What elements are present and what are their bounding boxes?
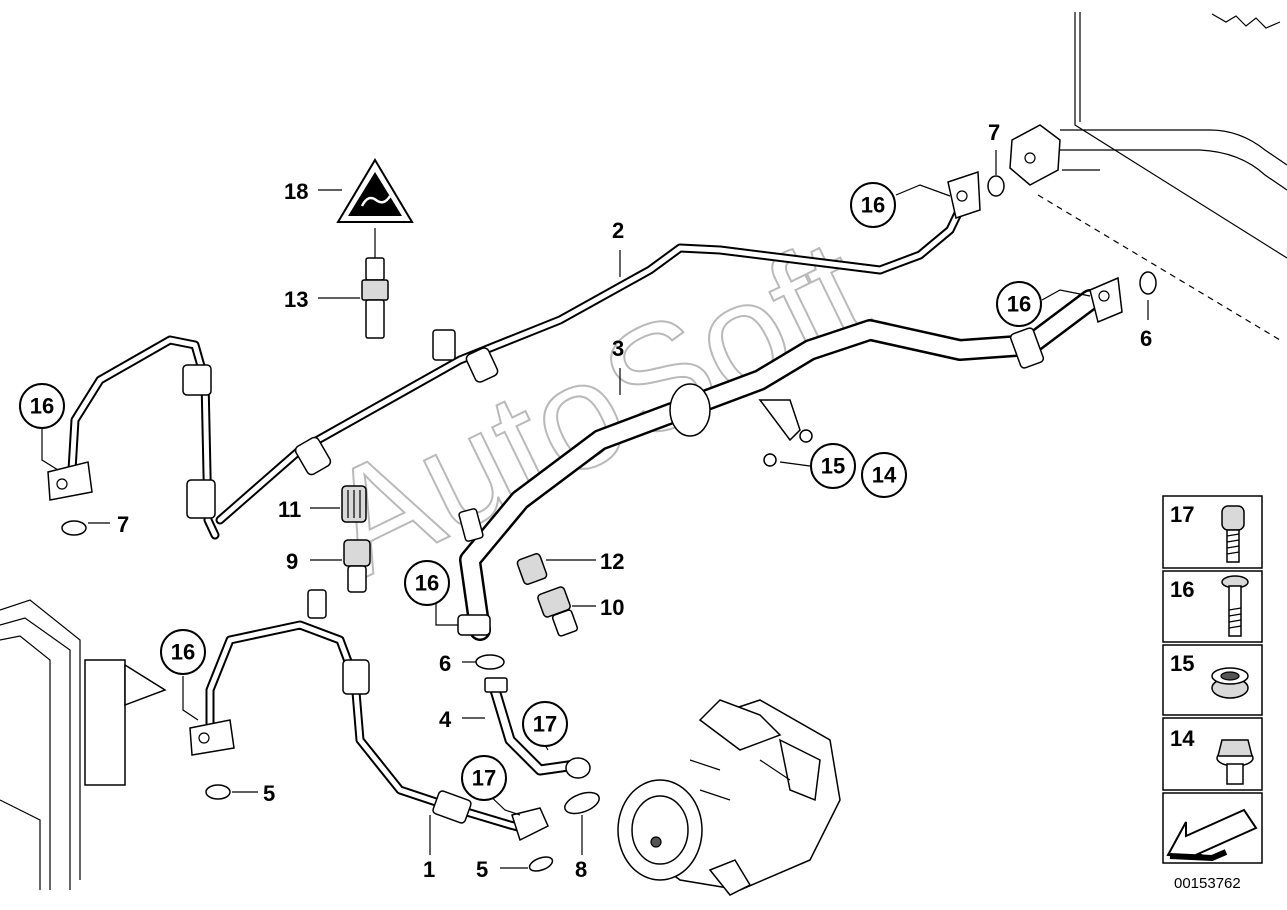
- clamp-right-mid: [1089, 276, 1123, 324]
- o-rings: [61, 175, 1157, 872]
- flange-nut-icon: [1216, 739, 1254, 785]
- callout-16-right-mid: 16: [996, 281, 1042, 327]
- legend-number-14: 14: [1170, 726, 1195, 751]
- legend-number-15: 15: [1170, 651, 1194, 676]
- pipe-1: [205, 589, 549, 842]
- label-part-6-right: 6: [1140, 326, 1152, 351]
- service-valve-9: [343, 539, 371, 593]
- callout-17-bottom-text: 17: [472, 766, 496, 791]
- bolt-icon: [1221, 575, 1249, 637]
- condenser-outline: [1009, 12, 1287, 341]
- callout-15: 15: [810, 443, 856, 489]
- watermark: AutoSoft: [300, 206, 891, 609]
- callout-15-text: 15: [821, 454, 845, 479]
- label-part-3: 3: [612, 336, 624, 361]
- label-part-4: 4: [439, 707, 452, 732]
- service-valve-10: [537, 586, 579, 637]
- label-part-1: 1: [423, 857, 435, 882]
- callout-17-center: 17: [522, 701, 568, 747]
- compressor: [617, 699, 841, 896]
- radiator-outline: [0, 599, 167, 890]
- callout-14: 14: [861, 452, 907, 498]
- pipe-3: [457, 289, 1101, 641]
- label-part-8: 8: [575, 857, 587, 882]
- screw-icon: [1221, 505, 1245, 563]
- label-part-13: 13: [284, 287, 308, 312]
- legend-number-16: 16: [1170, 577, 1194, 602]
- arrow-icon: [1166, 808, 1258, 862]
- label-part-11: 11: [278, 497, 301, 522]
- callout-16-right-top-text: 16: [861, 193, 885, 218]
- callout-16-center: 16: [404, 560, 450, 606]
- clamp-right-top: [947, 170, 981, 219]
- callout-16-right-top: 16: [850, 182, 896, 228]
- clamp-left-bottom: [189, 719, 235, 756]
- label-part-5-bottom: 5: [476, 857, 488, 882]
- callout-17-bottom: 17: [461, 755, 507, 801]
- callout-16-left-top-text: 16: [30, 394, 54, 419]
- label-part-12: 12: [600, 549, 624, 574]
- valve-cap-11: [341, 485, 367, 523]
- valve-cap-12: [516, 553, 548, 585]
- callout-16-left-bottom: 16: [160, 629, 206, 675]
- pipe-4: [484, 677, 591, 779]
- grommet-icon: [1211, 667, 1249, 699]
- callout-14-text: 14: [872, 463, 897, 488]
- label-part-7-left: 7: [117, 512, 129, 537]
- callout-16-left-bottom-text: 16: [171, 640, 195, 665]
- warning-label-18: [336, 158, 414, 223]
- pressure-switch-13: [361, 228, 389, 339]
- leader-lines: [41, 150, 1149, 869]
- label-part-18: 18: [284, 179, 308, 204]
- legend-number-17: 17: [1170, 502, 1194, 527]
- label-part-5-left: 5: [263, 781, 275, 806]
- label-part-7-right: 7: [988, 120, 1000, 145]
- label-part-10: 10: [600, 595, 624, 620]
- callout-17-center-text: 17: [533, 712, 557, 737]
- label-part-6-center: 6: [439, 651, 451, 676]
- fastener-legend: 17 16 15 14: [1162, 495, 1263, 864]
- label-part-2: 2: [612, 218, 624, 243]
- pipe-2: [67, 200, 967, 540]
- clamp-left-top: [47, 461, 93, 501]
- callout-16-right-mid-text: 16: [1007, 292, 1031, 317]
- callout-16-center-text: 16: [415, 571, 439, 596]
- label-part-9: 9: [286, 549, 298, 574]
- document-id: 00153762: [1174, 875, 1241, 892]
- callout-16-left-top: 16: [19, 383, 65, 429]
